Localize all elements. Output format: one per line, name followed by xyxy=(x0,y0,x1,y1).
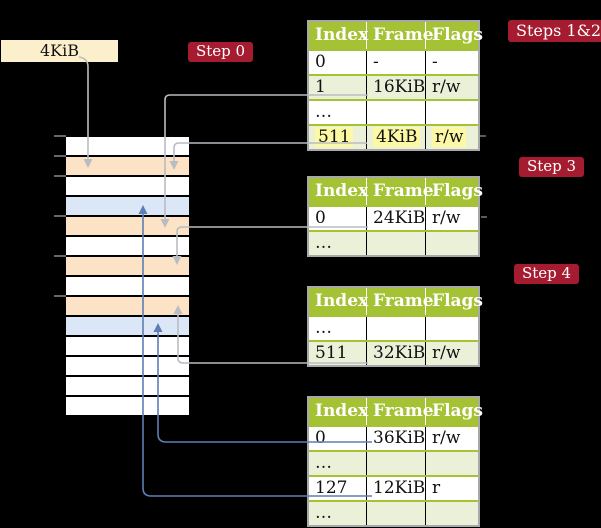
column-header-frame: Frame xyxy=(366,22,434,49)
table-cell: … xyxy=(315,503,332,523)
table-cell xyxy=(366,101,425,124)
table-row: … xyxy=(309,99,478,124)
table-cell: 511 xyxy=(309,126,366,149)
table-cell xyxy=(425,452,478,475)
memory-frame-row-3-blue xyxy=(66,197,189,217)
column-header-index: Index xyxy=(315,401,369,421)
column-header-index: Index xyxy=(315,181,369,201)
table-cell xyxy=(366,317,425,340)
highlighted-value: r/w xyxy=(432,127,467,147)
table-cell xyxy=(366,452,425,475)
table-cell: 36KiB xyxy=(366,427,425,450)
column-header-flags: Flags xyxy=(425,398,483,425)
table-cell: 16KiB xyxy=(366,76,425,99)
memory-frame-row-1-orange xyxy=(66,157,189,177)
table-cell: - xyxy=(425,51,478,74)
column-header-frame: Frame xyxy=(366,398,434,425)
table-cell: … xyxy=(315,102,332,122)
memory-frame-row-13-white xyxy=(66,397,189,417)
column-header-flags: Flags xyxy=(425,288,483,315)
highlighted-value: 4KiB xyxy=(373,127,421,147)
table-cell: r/w xyxy=(425,207,478,230)
memory-frame-row-8-orange xyxy=(66,297,189,317)
table-cell xyxy=(366,232,425,255)
table-row: … xyxy=(309,450,478,475)
memory-frame-row-10-white xyxy=(66,337,189,357)
table-row: … xyxy=(309,315,478,340)
table-row: … xyxy=(309,230,478,255)
step-3-badge: Step 3 xyxy=(519,157,585,177)
table-cell: 32KiB xyxy=(366,342,425,365)
table-cell: r/w xyxy=(425,427,478,450)
memory-frame-row-0-white xyxy=(66,137,189,157)
column-header-frame: Frame xyxy=(366,178,434,205)
table-row: 0 -- xyxy=(309,49,478,74)
table-cell xyxy=(425,317,478,340)
table-cell xyxy=(425,232,478,255)
step-4-badge: Step 4 xyxy=(514,264,580,284)
page-size-label: 4KiB xyxy=(1,40,118,62)
steps-1-2-badge: Steps 1&2 xyxy=(508,20,601,42)
table-cell: 127 xyxy=(315,478,348,498)
table-cell: 4KiB xyxy=(366,126,425,149)
table-cell: 511 xyxy=(315,343,348,363)
table-row: … xyxy=(309,500,478,525)
memory-frame-row-11-white xyxy=(66,357,189,377)
table-cell: … xyxy=(315,453,332,473)
table-cell: r/w xyxy=(425,342,478,365)
table-cell: 0 xyxy=(315,428,326,448)
memory-frame-row-4-orange xyxy=(66,217,189,237)
highlighted-value: 511 xyxy=(315,127,354,147)
table-cell: … xyxy=(315,318,332,338)
table-cell xyxy=(366,502,425,525)
table-cell: 1 xyxy=(315,77,326,97)
memory-frame-row-12-white xyxy=(66,377,189,397)
memory-frame-row-6-orange xyxy=(66,257,189,277)
table-cell: - xyxy=(366,51,425,74)
column-header-flags: Flags xyxy=(425,178,483,205)
table-cell: r/w xyxy=(425,126,478,149)
table-cell xyxy=(425,101,478,124)
table-row: 511 4KiB r/w xyxy=(309,124,478,149)
table-cell: … xyxy=(315,233,332,253)
table-cell: r/w xyxy=(425,76,478,99)
column-header-index: Index xyxy=(315,25,369,45)
table-cell: 0 xyxy=(315,208,326,228)
memory-frame-row-5-white xyxy=(66,237,189,257)
step-0-badge: Step 0 xyxy=(188,42,254,62)
table-cell xyxy=(425,502,478,525)
memory-frame-row-9-blue xyxy=(66,317,189,337)
column-header-index: Index xyxy=(315,291,369,311)
memory-frame-row-2-white xyxy=(66,177,189,197)
column-header-flags: Flags xyxy=(425,22,483,49)
memory-frame-row-7-white xyxy=(66,277,189,297)
table-cell: 24KiB xyxy=(366,207,425,230)
table-cell: r xyxy=(425,477,478,500)
column-header-frame: Frame xyxy=(366,288,434,315)
table-cell: 12KiB xyxy=(366,477,425,500)
table-cell: 0 xyxy=(315,52,326,72)
memory-column xyxy=(66,137,189,417)
